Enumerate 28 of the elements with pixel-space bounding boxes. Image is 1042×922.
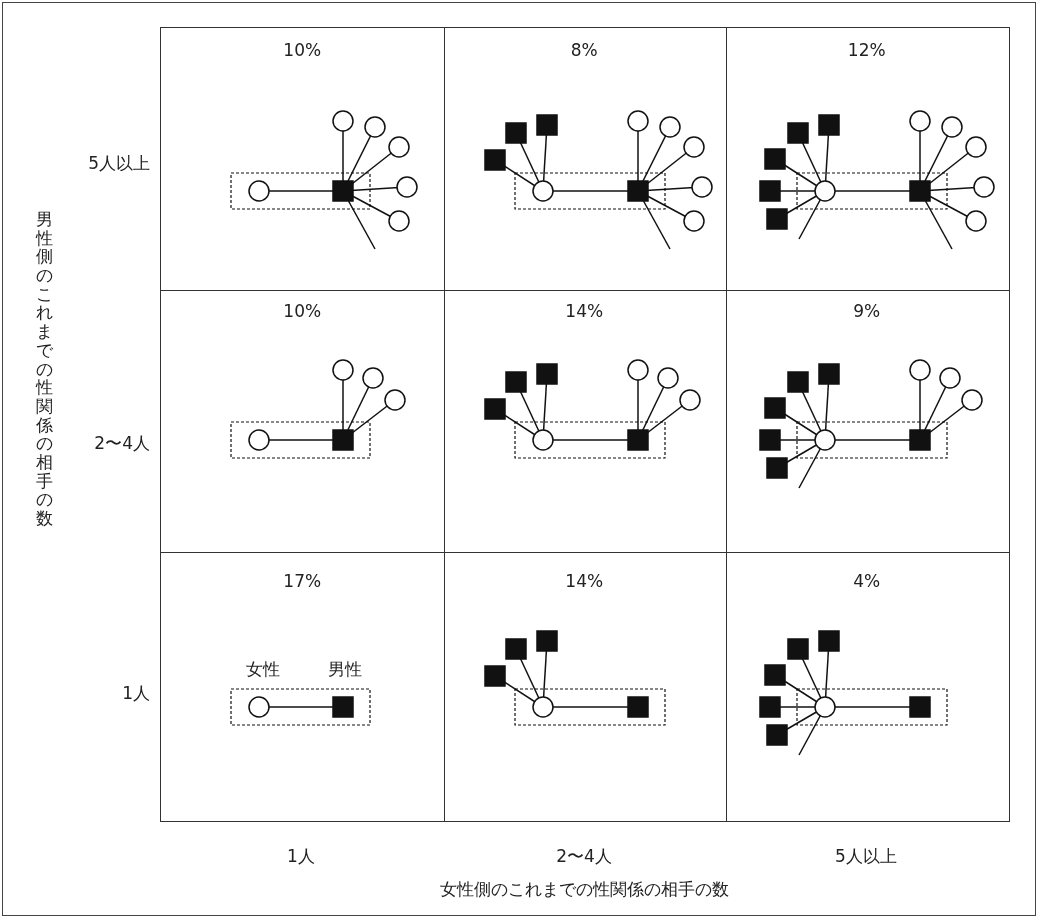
matrix-cell [160, 27, 445, 291]
column-label: 5人以上 [835, 845, 897, 868]
percentage-label: 10% [282, 301, 323, 321]
axis-title: 女性側のこれまでの性関係の相手の数 [439, 878, 729, 901]
row-label: 1人 [122, 682, 150, 705]
percentage-label: 8% [569, 40, 599, 60]
matrix-cell [443, 27, 727, 291]
percentage-label: 12% [846, 40, 887, 60]
percentage-label: 14% [564, 571, 605, 591]
symbol-label: 女性 [246, 658, 280, 681]
percentage-label: 10% [282, 40, 323, 60]
matrix-cell [443, 551, 727, 822]
matrix-cell [160, 289, 445, 553]
percentage-label: 14% [564, 301, 605, 321]
symbol-label: 男性 [328, 658, 362, 681]
matrix-cell [725, 27, 1010, 291]
percentage-label: 4% [852, 571, 882, 591]
matrix-cell [443, 289, 727, 553]
column-label: 2〜4人 [556, 845, 612, 868]
percentage-label: 17% [282, 571, 323, 591]
matrix-cell [725, 551, 1010, 822]
column-label: 1人 [287, 845, 315, 868]
percentage-label: 9% [852, 301, 882, 321]
matrix-cell [160, 551, 445, 822]
row-label: 5人以上 [88, 152, 150, 175]
axis-title: 男性側のこれまでの性関係の相手の数 [36, 210, 53, 528]
row-label: 2〜4人 [94, 432, 150, 455]
matrix-cell [725, 289, 1010, 553]
